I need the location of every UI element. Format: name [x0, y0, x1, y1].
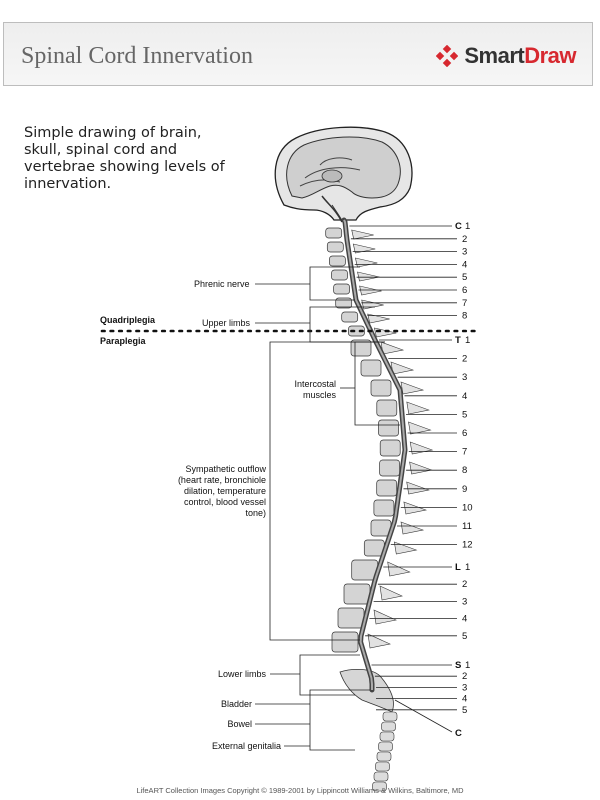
thoracic-segment-7: 7 [462, 447, 467, 458]
cervical-segment-2: 2 [462, 234, 467, 245]
lumbar-letter: L [455, 562, 461, 573]
sympathetic-label-line3: dilation, temperature [184, 486, 266, 496]
coccygeal-letter: C [455, 728, 462, 739]
smartdraw-diamond-logo-icon [436, 45, 459, 67]
lumbar-segment-4: 4 [462, 614, 467, 625]
sacral-segment-5: 5 [462, 705, 467, 716]
lumbar-segment-3: 3 [462, 596, 467, 607]
logo-text-smart: Smart [464, 43, 525, 68]
thoracic-letter: T [455, 335, 461, 346]
quadriplegia-label: Quadriplegia [100, 315, 156, 325]
external-genitalia-label: External genitalia [212, 741, 281, 751]
cervical-segment-4: 4 [462, 259, 467, 270]
upper-limbs-label: Upper limbs [202, 318, 251, 328]
header-bar: Spinal Cord Innervation SmartDraw [3, 22, 593, 86]
intercostal-label-line1: Intercostal [294, 379, 336, 389]
sympathetic-label-line4: control, blood vessel [184, 497, 266, 507]
cervical-segment-3: 3 [462, 247, 467, 258]
thoracic-segment-3: 3 [462, 372, 467, 383]
thoracic-segment-12: 12 [462, 540, 473, 551]
lumbar-segment-2: 2 [462, 579, 467, 590]
logo-text-draw: Draw [524, 43, 576, 68]
sympathetic-label-line2: (heart rate, bronchiole [178, 475, 266, 485]
bladder-label: Bladder [221, 699, 252, 709]
lumbar-segment-5: 5 [462, 631, 467, 642]
diagram-description: Simple drawing of brain, skull, spinal c… [24, 125, 225, 192]
thoracic-segment-4: 4 [462, 391, 467, 402]
paraplegia-label: Paraplegia [100, 336, 147, 346]
cervical-segment-7: 7 [462, 298, 467, 309]
sacral-segment-4: 4 [462, 694, 467, 705]
sacral-segment-2: 2 [462, 671, 467, 682]
thoracic-segment-1: 1 [465, 335, 470, 346]
bowel-label: Bowel [227, 719, 252, 729]
spine-drawing [325, 217, 434, 792]
lower-limbs-label: Lower limbs [218, 669, 267, 679]
thoracic-segment-9: 9 [462, 484, 467, 495]
cervical-segment-6: 6 [462, 285, 467, 296]
copyright-footer: LifeART Collection Images Copyright © 19… [136, 786, 464, 795]
thoracic-segment-5: 5 [462, 409, 467, 420]
segment-leader-lines [349, 225, 457, 733]
smartdraw-logo[interactable]: SmartDraw [436, 43, 576, 69]
lumbar-segment-1: 1 [465, 562, 470, 573]
thoracic-segment-6: 6 [462, 428, 467, 439]
thoracic-segment-8: 8 [462, 465, 467, 476]
phrenic-nerve-label: Phrenic nerve [194, 279, 250, 289]
sympathetic-label-line5: tone) [245, 508, 266, 518]
cervical-letter: C [455, 221, 462, 232]
coccygeal-leader [394, 699, 453, 733]
cervical-segment-8: 8 [462, 311, 467, 322]
sacral-segment-3: 3 [462, 682, 467, 693]
thoracic-segment-10: 10 [462, 502, 473, 513]
skull-and-brain [274, 126, 413, 231]
intercostal-label-line2: muscles [303, 390, 337, 400]
sympathetic-label-line1: Sympathetic outflow [185, 464, 266, 474]
page-title: Spinal Cord Innervation [21, 43, 253, 69]
thoracic-segment-11: 11 [462, 521, 472, 532]
cervical-segment-5: 5 [462, 272, 467, 283]
cervical-segment-1: 1 [465, 221, 470, 232]
thoracic-segment-2: 2 [462, 354, 467, 365]
sacral-letter: S [455, 660, 461, 671]
bracket-lines [255, 266, 400, 751]
sacral-segment-1: 1 [465, 660, 470, 671]
